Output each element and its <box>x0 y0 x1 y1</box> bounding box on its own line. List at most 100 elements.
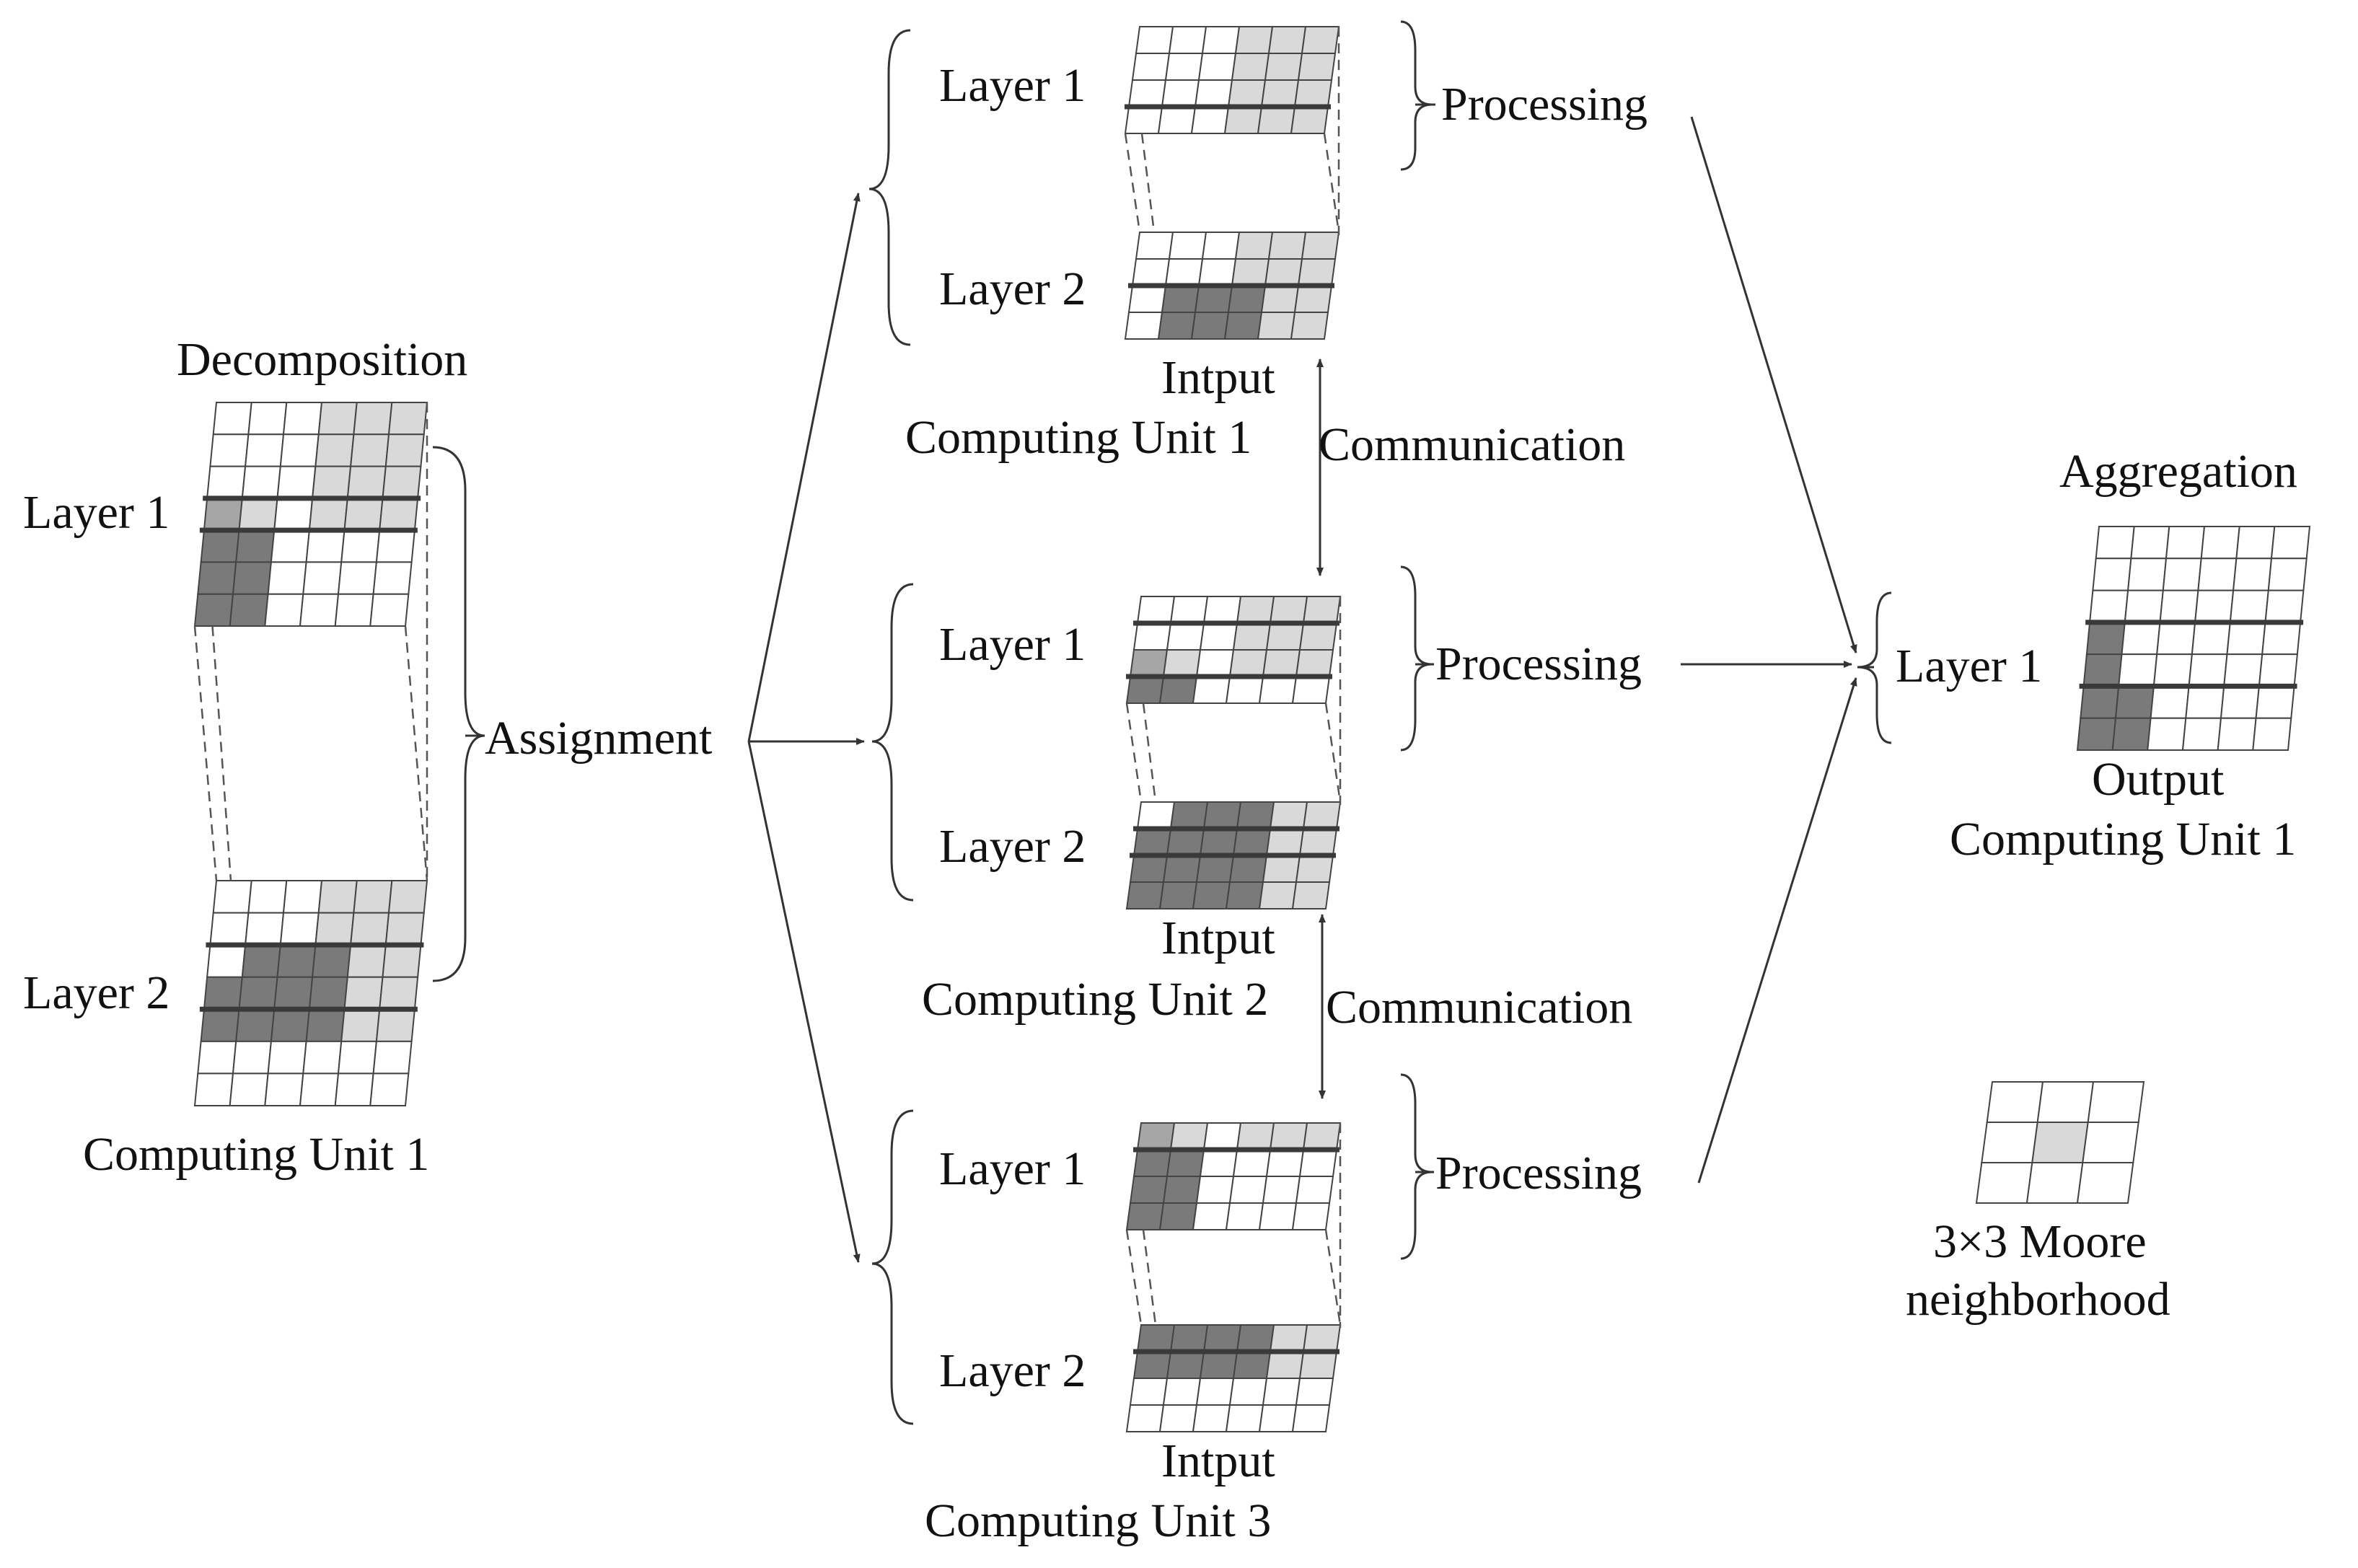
grid-cell <box>1166 1149 1205 1177</box>
grid-cell <box>2255 685 2295 719</box>
grid-cell <box>247 880 288 914</box>
grid-cell <box>337 561 378 595</box>
grid-cell <box>1227 285 1267 313</box>
grid-cell <box>203 976 243 1010</box>
legend-line1: 3×3 Moore <box>1933 1215 2147 1268</box>
unit3-layer2-label: Layer 2 <box>939 1344 1086 1397</box>
grid-cell <box>1166 622 1205 651</box>
grid-cell <box>1231 258 1270 286</box>
grid-cell <box>1291 1404 1331 1432</box>
grid-cell <box>1236 1324 1275 1352</box>
grid-cell <box>1262 1378 1301 1406</box>
grid-cell <box>1225 676 1264 704</box>
grid-cell <box>1265 828 1305 856</box>
grid-cell <box>1157 106 1197 134</box>
grid-cell <box>2267 558 2308 591</box>
grid-cell <box>1228 1176 1268 1204</box>
grid-cell <box>1262 855 1301 883</box>
grid-cell <box>2156 621 2196 656</box>
grid-cell <box>2126 558 2168 591</box>
grid-cell <box>1269 1122 1308 1150</box>
decomposition-title: Decomposition <box>177 333 467 386</box>
processing-arrow-unit1 <box>1690 116 1857 653</box>
grid-cell <box>1169 1122 1209 1150</box>
grid-cell <box>1132 1351 1172 1379</box>
grid-cell <box>379 976 419 1010</box>
dashed-connector <box>1142 1229 1157 1326</box>
dashed-connector <box>404 625 428 881</box>
grid-cell <box>2087 1081 2145 1123</box>
grid-cell <box>200 1008 240 1042</box>
grid-cell <box>299 1073 340 1106</box>
grid-cell <box>2188 653 2228 687</box>
grid-cell <box>276 944 317 978</box>
processing-arrow-unit3 <box>1697 677 1857 1184</box>
grid-cell <box>1234 232 1274 260</box>
communication-label-2: Communication <box>1326 981 1632 1034</box>
dashed-connector <box>1125 1229 1143 1326</box>
grid-cell <box>1169 801 1209 829</box>
grid-cell <box>1199 1149 1239 1177</box>
unit2-layer1-label: Layer 1 <box>939 618 1086 671</box>
grid-cell <box>1158 1404 1198 1432</box>
grid-cell <box>2076 1162 2134 1204</box>
grid-cell <box>2118 653 2158 687</box>
decomposition-unit-label: Computing Unit 1 <box>83 1128 429 1181</box>
grid-cell <box>2114 685 2155 719</box>
grid-cell <box>1302 596 1342 624</box>
grid-cell <box>1131 258 1171 286</box>
dashed-connector <box>1124 133 1141 233</box>
grid-cell <box>317 402 358 436</box>
grid-cell <box>1129 1378 1169 1406</box>
grid-cell <box>1267 232 1307 260</box>
grid-cell <box>1260 285 1300 313</box>
grid-cell <box>1225 1202 1264 1230</box>
grid-cell <box>2031 1122 2089 1163</box>
grid-cell <box>1169 596 1209 624</box>
grid-cell <box>1257 312 1296 340</box>
grid-cell <box>343 497 384 532</box>
grid-cell <box>353 402 393 436</box>
unit3-input-brace <box>871 1109 914 1425</box>
grid-cell <box>340 1008 381 1042</box>
grid-cell <box>1164 53 1204 81</box>
grid-cell <box>1986 1081 2044 1123</box>
grid-cell <box>1136 596 1176 624</box>
grid-cell <box>349 433 390 467</box>
grid-cell <box>2111 717 2152 751</box>
grid-cell <box>1236 801 1275 829</box>
grid-cell <box>2232 558 2273 591</box>
grid-cell <box>1228 649 1268 677</box>
aggregation-output-grid <box>2076 526 2311 751</box>
grid-cell <box>1223 106 1263 134</box>
grid-cell <box>1125 1404 1165 1432</box>
grid-cell <box>317 880 358 914</box>
grid-cell <box>2124 589 2164 623</box>
grid-cell <box>1231 53 1270 81</box>
grid-cell <box>1166 828 1205 856</box>
grid-cell <box>1291 676 1331 704</box>
unit1-input-brace <box>868 29 911 346</box>
grid-cell <box>1129 855 1169 883</box>
grid-cell <box>1192 881 1231 909</box>
grid-cell <box>2085 621 2126 656</box>
grid-cell <box>1298 1351 1338 1379</box>
grid-cell <box>193 593 234 627</box>
grid-cell <box>197 1040 237 1075</box>
unit1-layer1-grid <box>1124 26 1340 134</box>
grid-cell <box>1975 1162 2033 1204</box>
grid-cell <box>264 593 304 627</box>
dashed-connector <box>1323 133 1340 233</box>
grid-cell <box>2025 1162 2084 1204</box>
grid-layers <box>193 26 2311 1432</box>
grid-cell <box>1202 1324 1242 1352</box>
grid-cell <box>2076 717 2117 751</box>
grid-cell <box>1162 855 1202 883</box>
grid-cell <box>305 1008 346 1042</box>
unit1-input-label: Intput <box>1161 351 1275 404</box>
grid-cell <box>1129 649 1169 677</box>
grid-cell <box>235 1008 276 1042</box>
grid-cell <box>384 433 425 467</box>
grid-cell <box>334 593 374 627</box>
